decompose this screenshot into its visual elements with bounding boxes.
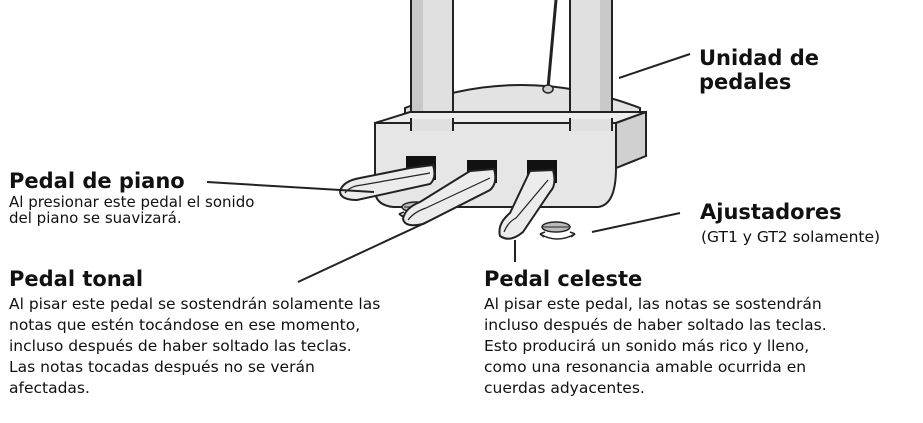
celeste-pedal [498, 168, 556, 240]
left-leg [410, 0, 454, 119]
adjusters-title: Ajustadores [700, 200, 842, 224]
pedal-box-side [615, 110, 647, 170]
right-adjuster [539, 221, 576, 240]
right-leg [569, 0, 613, 119]
pedal-unit-title: Unidad de pedales [699, 46, 820, 94]
tonal-pedal [401, 167, 497, 227]
leader-piano [206, 181, 375, 193]
tonal-pedal-title: Pedal tonal [9, 267, 144, 291]
pedal-rod [546, 0, 558, 89]
celeste-pedal-description: Al pisar este pedal, las notas se sosten… [484, 295, 827, 397]
tonal-pedal-description: Al pisar este pedal se sostendrán solame… [9, 295, 381, 397]
leader-unit [618, 53, 691, 79]
leader-adjusters [591, 212, 681, 233]
adjusters-subtitle: (GT1 y GT2 solamente) [701, 228, 881, 246]
leader-tonal [297, 221, 428, 283]
celeste-pedal-title: Pedal celeste [484, 267, 643, 291]
piano-pedal-title: Pedal de piano [9, 169, 185, 193]
piano-pedal-description: Al presionar este pedal el sonido del pi… [9, 193, 255, 227]
